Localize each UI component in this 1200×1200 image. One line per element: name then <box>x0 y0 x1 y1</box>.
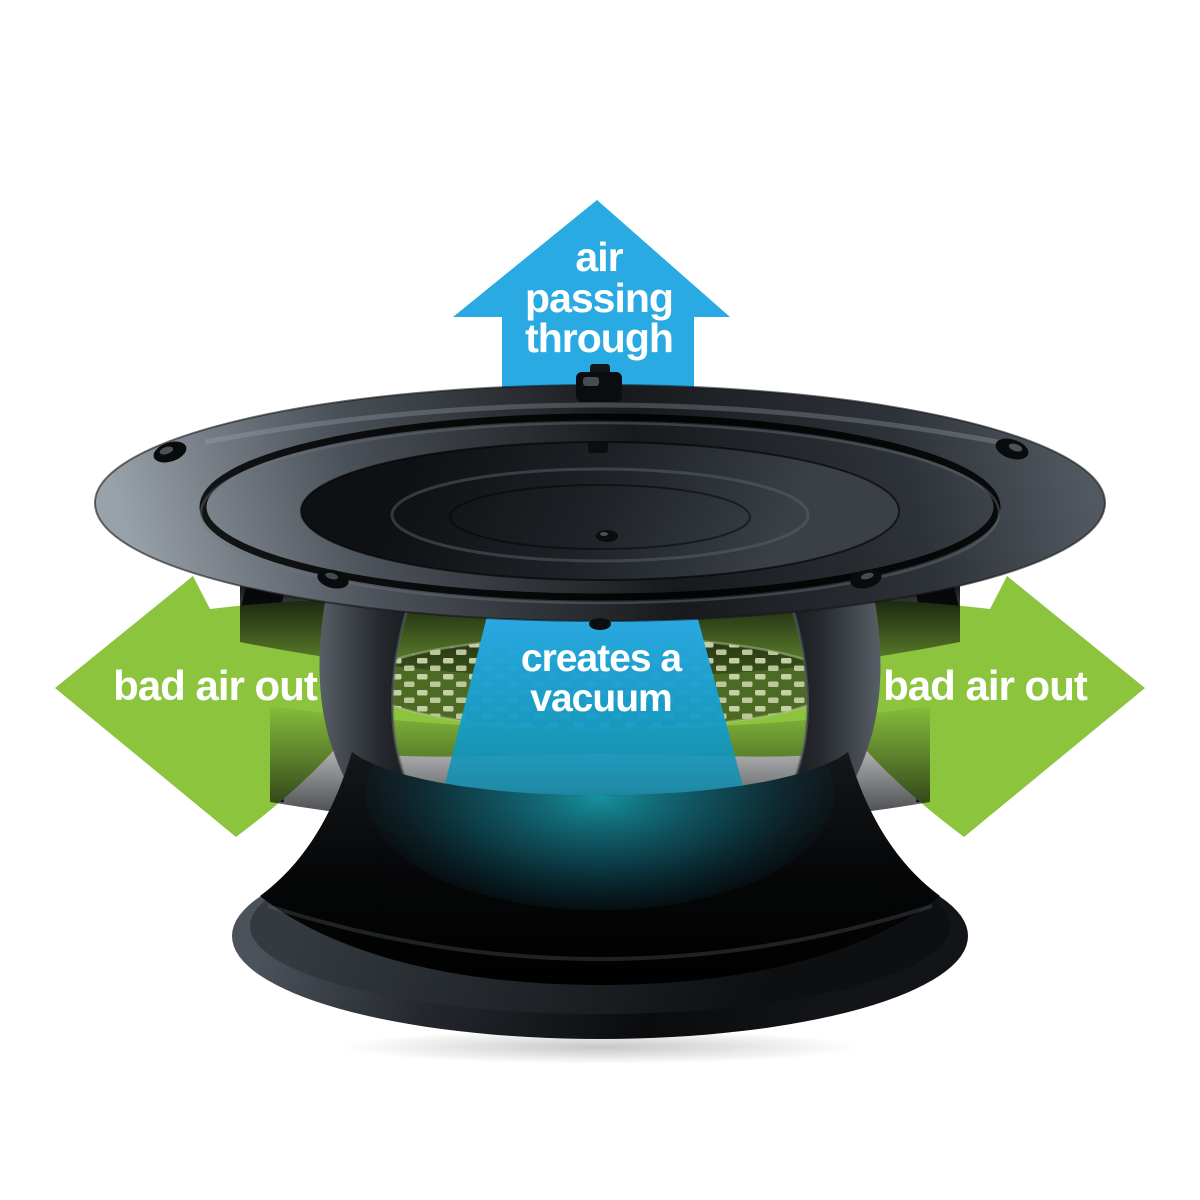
lid-clip-lower-right <box>850 569 882 589</box>
lid-back-rim-highlight <box>204 402 999 445</box>
air-passing-label-line3: through <box>525 315 673 361</box>
air-passing-label-line1: air <box>575 234 623 280</box>
base-shadow <box>340 1030 860 1064</box>
bad-air-left-label: bad air out <box>113 662 318 709</box>
lid-groove <box>199 413 1001 601</box>
creates-vacuum-label-line2: vacuum <box>530 677 671 720</box>
lid-clip-upper-left <box>153 441 187 463</box>
lid-groove-highlight <box>199 421 1001 605</box>
lid-clip-upper-right <box>995 438 1029 460</box>
lid-center-dimple-highlight <box>600 532 608 536</box>
air-passing-label-line2: passing <box>525 275 673 321</box>
lid-center-dimple <box>596 530 618 542</box>
up-arrow-icon <box>453 200 730 430</box>
air-passing-arrow: air passing through <box>453 200 730 430</box>
lid-clip-inner-back <box>588 441 608 453</box>
vent-lid <box>94 364 1106 630</box>
bad-air-right-label: bad air out <box>883 662 1088 709</box>
lid-inner-ring2 <box>449 484 751 550</box>
creates-vacuum-label-line1: creates a <box>521 637 682 680</box>
lid-clip-lower-left <box>317 569 349 589</box>
lid-clip-front <box>589 618 611 630</box>
drum-front-highlight <box>267 904 933 961</box>
lid-inner-ring <box>390 467 810 563</box>
lid-clip-back <box>576 364 622 402</box>
lid-dish <box>300 441 900 581</box>
